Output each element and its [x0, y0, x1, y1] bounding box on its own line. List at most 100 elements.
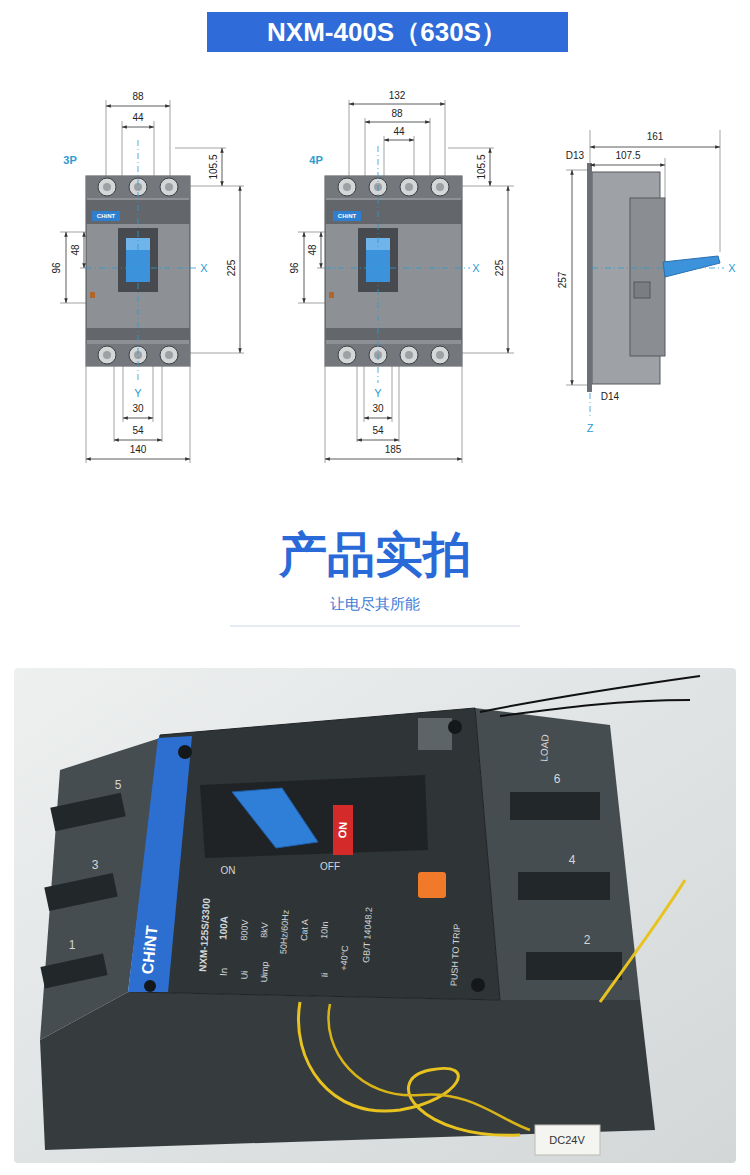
breaker-3p-drawing-part: [165, 183, 173, 191]
dimension-lines-3p-part: [106, 106, 170, 107]
dimension-value: 225: [227, 259, 237, 278]
status-indicator: ON: [337, 821, 349, 838]
dimension-value: 48: [308, 243, 318, 256]
dimension-lines-3p-part: [222, 148, 223, 186]
dimension-lines-3p-part: [114, 440, 162, 441]
product-photo-part: [200, 775, 428, 858]
title-band-part: [207, 12, 568, 52]
dimension-value: 30: [371, 404, 384, 414]
product-photo-part: [510, 792, 600, 820]
breaker-4p-drawing-part: [431, 346, 449, 364]
product-photo-part: [535, 1125, 600, 1155]
model-number: NXM-125S/3300: [198, 898, 212, 972]
breaker-3p-drawing-part: [92, 211, 120, 221]
axis-label: X: [200, 263, 207, 274]
dimension-lines-4p-part: [304, 232, 305, 303]
dimension-lines-side-part: [590, 165, 665, 166]
standard-number: GB/T 14048.2: [362, 907, 374, 963]
dimension-value: 54: [371, 426, 384, 436]
rating-value: +40°C: [340, 945, 350, 971]
product-photo-part: [333, 805, 353, 855]
dimension-lines-4p-part: [364, 418, 392, 419]
dimension-lines-4p-part: [349, 100, 445, 176]
breaker-side-drawing: [587, 163, 720, 392]
terminal-number: 4: [569, 854, 576, 866]
breaker-3p-drawing-part: [103, 183, 111, 191]
product-photo-part: [232, 788, 318, 848]
breaker-4p-drawing-part: [436, 351, 444, 359]
axis-label: X: [472, 263, 479, 274]
button-label: PUSH TO TRIP: [450, 924, 462, 987]
breaker-3p-drawing-part: [165, 351, 173, 359]
dimension-lines-3p-part: [84, 232, 85, 268]
dimension-value: 161: [646, 132, 665, 142]
dimension-lines-4p-part: [357, 440, 399, 441]
product-photo-part: [418, 872, 446, 898]
switch-position: ON: [221, 866, 236, 876]
breaker-3p-drawing-part: [160, 346, 178, 364]
breaker-3p-drawing-part: [98, 346, 116, 364]
rating-label: Uimp: [260, 961, 270, 982]
dimension-lines-3p-part: [122, 127, 154, 128]
product-photo-part: [448, 720, 462, 734]
view-label: 3P: [63, 155, 76, 166]
dimension-value: 107.5: [614, 151, 641, 161]
dimension-value: 44: [131, 113, 144, 123]
terminal-number: 2: [584, 934, 591, 946]
dimension-lines-4p: [298, 100, 514, 463]
rating-label: Ii: [320, 973, 329, 978]
breaker-side-drawing-part: [587, 163, 592, 392]
dimension-lines-4p-part: [325, 366, 462, 463]
dimension-lines-4p-part: [325, 459, 462, 460]
breaker-side-drawing-part: [630, 198, 665, 356]
product-photo-part: [144, 980, 156, 992]
product-photo-part: [44, 873, 117, 911]
dimension-value: 105.5: [209, 153, 219, 180]
dimension-lines-3p-part: [60, 232, 86, 303]
view-label: 4P: [309, 155, 322, 166]
breaker-4p-drawing-part: [343, 183, 351, 191]
rating-value: 800V: [240, 919, 250, 940]
terminal-number: 1: [69, 939, 76, 951]
dimension-value: 225: [495, 259, 505, 278]
rating-value: 10In: [320, 921, 330, 939]
breaker-4p-drawing: [325, 176, 462, 366]
product-photo-part: [471, 978, 485, 992]
brand-logo: CHiNT: [97, 213, 115, 219]
breaker-4p-drawing-part: [333, 211, 361, 221]
page-title: NXM-400S（630S）: [267, 19, 507, 45]
dimension-lines-3p-part: [123, 418, 153, 419]
brand-logo: CHiNT: [139, 925, 160, 975]
dimension-lines-4p-part: [378, 146, 379, 383]
title-band: [207, 12, 568, 52]
dimension-lines-4p-part: [490, 148, 491, 186]
breaker-4p-drawing-part: [325, 344, 462, 366]
dimension-value: 96: [290, 261, 300, 274]
terminal-number: 3: [92, 859, 99, 871]
dimension-value: 132: [388, 91, 407, 101]
dimension-lines-3p-part: [106, 100, 170, 176]
breaker-4p-drawing-part: [325, 176, 462, 198]
dimension-lines-side-part: [590, 147, 720, 148]
axis-label: Z: [587, 423, 594, 434]
breaker-4p-drawing-part: [343, 351, 351, 359]
product-photo-part: [298, 1002, 520, 1135]
rating-label: Ui: [240, 971, 249, 980]
product-photo-part: [128, 736, 192, 992]
slogan: 让电尽其所能: [330, 596, 420, 611]
dimension-value: 44: [392, 127, 405, 137]
dimension-value: 257: [558, 271, 568, 290]
dimension-lines-3p-part: [175, 148, 244, 353]
rating-value: 8kV: [260, 922, 270, 938]
breaker-4p-drawing-part: [405, 183, 413, 191]
rating-value: 100A: [218, 916, 229, 940]
dimension-lines-4p-part: [321, 232, 322, 268]
dimension-lines-4p-part: [349, 104, 445, 105]
dimension-value: 54: [131, 426, 144, 436]
dimension-value: 140: [129, 445, 148, 455]
breaker-4p-drawing-part: [400, 346, 418, 364]
breaker-side-drawing-part: [663, 256, 720, 277]
rating-label: In: [219, 968, 229, 977]
product-photo-part: [500, 700, 690, 716]
